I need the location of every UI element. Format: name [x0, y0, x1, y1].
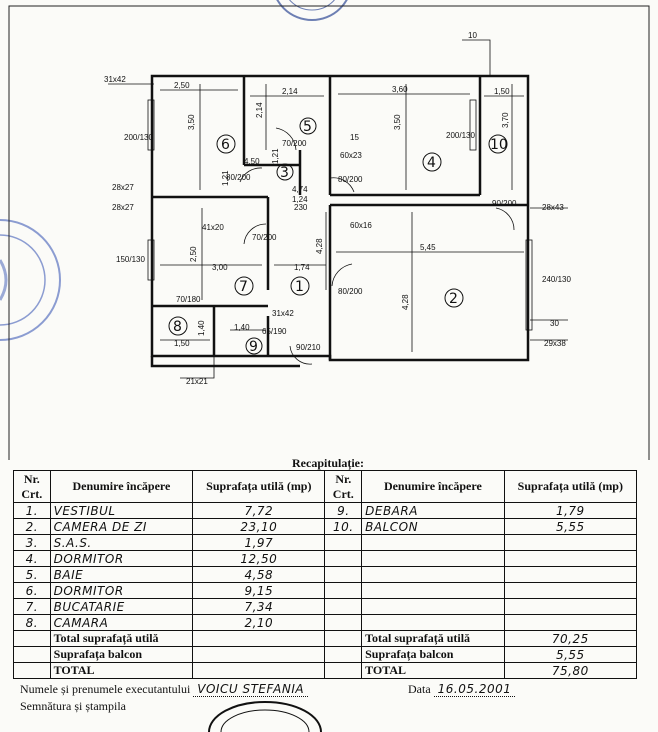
svg-text:200/130: 200/130: [124, 133, 153, 142]
svg-text:1,21: 1,21: [221, 170, 230, 186]
executant-name: VOICU STEFANIA: [193, 682, 309, 697]
svg-text:4,28: 4,28: [315, 238, 324, 254]
stamp-left: [0, 219, 61, 341]
svg-text:3,00: 3,00: [212, 263, 228, 272]
svg-text:1,21: 1,21: [271, 148, 280, 164]
recap-title: Recapitulație:: [292, 456, 364, 470]
svg-text:70/200: 70/200: [282, 139, 307, 148]
svg-text:4,74: 4,74: [292, 185, 308, 194]
svg-text:80/200: 80/200: [338, 287, 363, 296]
svg-text:3,60: 3,60: [392, 85, 408, 94]
svg-text:230: 230: [294, 203, 308, 212]
table-row: 3.S.A.S.1,97: [13, 534, 638, 551]
svg-text:10: 10: [490, 137, 508, 153]
svg-text:5,45: 5,45: [420, 243, 436, 252]
svg-text:1: 1: [295, 279, 304, 295]
svg-text:200/130: 200/130: [446, 131, 475, 140]
svg-text:60x16: 60x16: [350, 221, 372, 230]
svg-text:21x21: 21x21: [186, 377, 208, 386]
date-value: 16.05.2001: [433, 682, 516, 697]
svg-text:3,70: 3,70: [501, 112, 510, 128]
svg-text:1,50: 1,50: [494, 87, 510, 96]
svg-text:2: 2: [449, 291, 458, 307]
svg-text:3,50: 3,50: [393, 114, 402, 130]
svg-text:2,50: 2,50: [174, 81, 190, 90]
stamp-top: [276, 0, 348, 21]
signature-label: Semnătura și ștampila: [20, 699, 126, 713]
table-header: Nr. Crt. Denumire încăpere Suprafața uti…: [13, 470, 638, 503]
svg-text:1,40: 1,40: [197, 320, 206, 336]
svg-text:28x43: 28x43: [542, 203, 564, 212]
svg-text:30: 30: [550, 319, 559, 328]
room-numbers: 6 5 3 4 10 7 1 2 8 9: [168, 117, 508, 355]
svg-text:150/130: 150/130: [116, 255, 145, 264]
svg-text:2,14: 2,14: [282, 87, 298, 96]
svg-text:7: 7: [239, 279, 248, 295]
svg-text:240/130: 240/130: [542, 275, 571, 284]
svg-text:29x38: 29x38: [544, 339, 566, 348]
svg-text:4,28: 4,28: [401, 294, 410, 310]
svg-text:1,40: 1,40: [234, 323, 250, 332]
svg-text:60x23: 60x23: [340, 151, 362, 160]
svg-text:4,50: 4,50: [244, 157, 260, 166]
svg-text:8: 8: [173, 319, 182, 335]
svg-text:28x27: 28x27: [112, 183, 134, 192]
svg-text:6: 6: [221, 137, 230, 153]
svg-text:31x42: 31x42: [104, 75, 126, 84]
svg-text:41x20: 41x20: [202, 223, 224, 232]
svg-text:3: 3: [280, 165, 289, 181]
svg-text:10: 10: [468, 31, 477, 40]
svg-text:1,24: 1,24: [292, 195, 308, 204]
svg-text:28x27: 28x27: [112, 203, 134, 212]
date-line: Data 16.05.2001: [408, 682, 516, 697]
total-useful-row: Total suprafață utilă Total suprafață ut…: [13, 630, 638, 647]
svg-text:90/200: 90/200: [492, 199, 517, 208]
svg-text:2,50: 2,50: [189, 246, 198, 262]
stamp-bottom: [208, 701, 322, 732]
svg-text:80/200: 80/200: [338, 175, 363, 184]
svg-text:15: 15: [350, 133, 359, 142]
svg-text:31x42: 31x42: [272, 309, 294, 318]
svg-text:2,14: 2,14: [255, 102, 264, 118]
svg-text:90/210: 90/210: [296, 343, 321, 352]
floor-plan: 6 5 3 4 10 7 1 2 8 9 31x42 2,50 2,14 3,6…: [8, 5, 650, 460]
svg-text:3,50: 3,50: [187, 114, 196, 130]
svg-text:1,50: 1,50: [174, 339, 190, 348]
recap-table: Nr. Crt. Denumire încăpere Suprafața uti…: [13, 470, 638, 679]
dimension-labels: 31x42 2,50 2,14 3,60 1,50 10 15 3,50 2,1…: [104, 31, 571, 386]
svg-text:9: 9: [249, 339, 258, 355]
executant-line: Numele și prenumele executantului VOICU …: [20, 682, 309, 697]
svg-text:70/200: 70/200: [252, 233, 277, 242]
svg-text:1,74: 1,74: [294, 263, 310, 272]
svg-text:5: 5: [303, 119, 312, 135]
svg-text:65/190: 65/190: [262, 327, 287, 336]
svg-text:80/200: 80/200: [226, 173, 251, 182]
svg-text:70/180: 70/180: [176, 295, 201, 304]
svg-text:4: 4: [427, 155, 436, 171]
